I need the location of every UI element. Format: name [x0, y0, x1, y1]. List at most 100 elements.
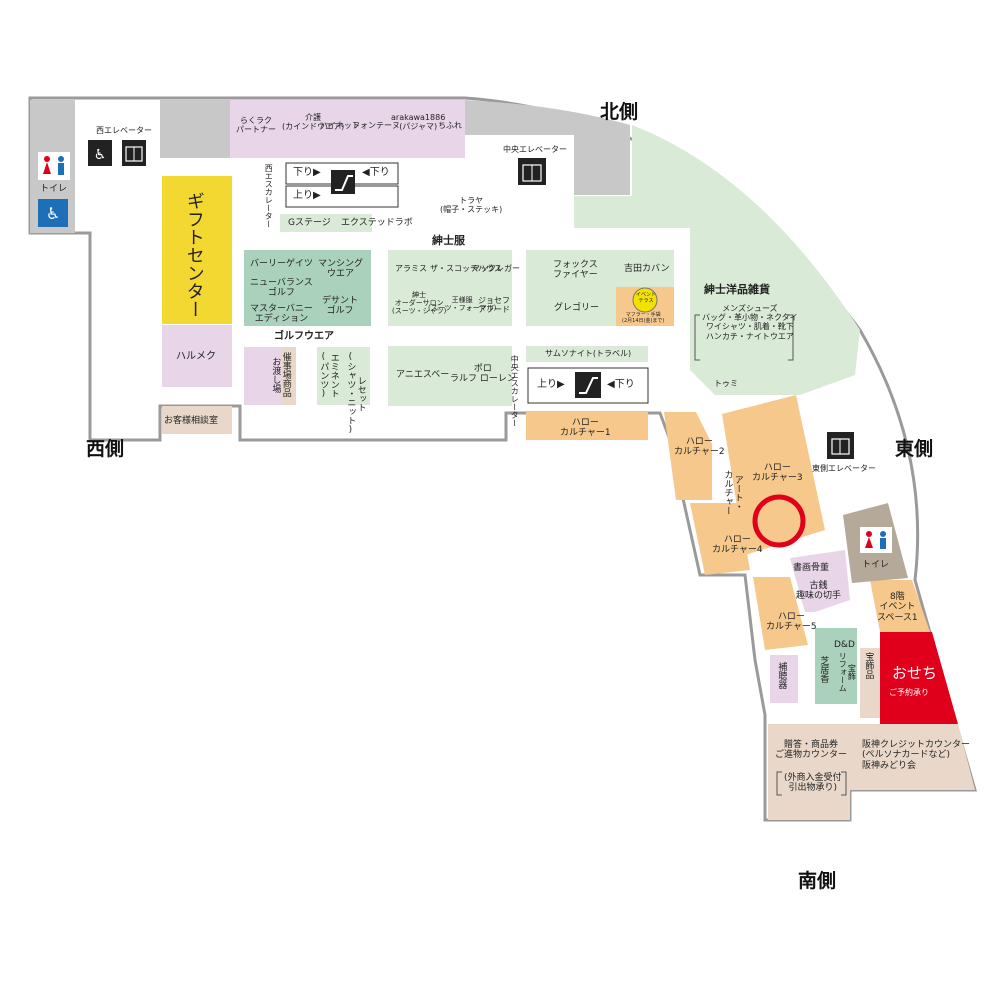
center-escalator-down[interactable]: ◀下り	[607, 379, 635, 390]
store-anniesbee[interactable]: アニエスベー	[396, 370, 450, 380]
harumeku-area	[162, 325, 232, 387]
store-hochouki[interactable]: 補聴器	[776, 662, 787, 689]
store-housoku[interactable]: 宝飾品	[863, 652, 874, 679]
store-shibakou[interactable]: 芝居香	[818, 656, 829, 683]
store-reset[interactable]: レセット (シャツ・ニット)	[345, 352, 366, 435]
section-mens-goods: 紳士洋品雑貨	[704, 283, 770, 296]
store-hanshin-credit[interactable]: 阪神クレジットカウンター (ペルソナカードなど) 阪神みどり会	[862, 740, 971, 771]
west-elevator-label: 西エレベーター	[96, 126, 152, 135]
store-gaishou[interactable]: (外商入金受付 引出物承り)	[784, 773, 842, 794]
store-tomi[interactable]: トゥミ	[714, 379, 738, 388]
section-mens-clothing: 紳士服	[432, 234, 465, 247]
store-macgregor[interactable]: マックレガー	[472, 264, 520, 273]
store-gregory[interactable]: グレゴリー	[554, 303, 600, 313]
west-seat-icon: ♿	[88, 140, 112, 166]
store-burberry-golf[interactable]: バーリーゲイツ	[250, 259, 313, 269]
store-dd[interactable]: D&D	[834, 640, 855, 650]
store-muffler[interactable]: マフラー・手袋 (2月14日(金)まで)	[622, 312, 665, 324]
agnes-block	[388, 346, 512, 406]
store-hainetto[interactable]: ハイネット	[320, 121, 360, 130]
store-gift-center[interactable]: ギフトセンター	[183, 192, 205, 318]
store-munsingwear[interactable]: マンシング ウエア	[318, 259, 364, 280]
pink-top-row	[230, 100, 465, 158]
store-arakawa[interactable]: arakawa1886 (パジャマ)	[391, 113, 446, 132]
event-space-area	[870, 580, 930, 632]
store-descente-golf[interactable]: デサント ゴルフ	[322, 296, 359, 317]
west-restroom-icon	[38, 152, 70, 180]
store-hello4[interactable]: ハロー カルチャー4	[712, 535, 763, 556]
housoku-area	[860, 648, 880, 718]
shoga-area	[790, 550, 850, 612]
grey-block-north	[465, 100, 630, 195]
center-elevator-label: 中央エレベーター	[503, 145, 567, 154]
south-label: 南側	[798, 870, 837, 892]
hello4-area	[690, 503, 750, 575]
store-newbalance-golf[interactable]: ニューバランス ゴルフ	[250, 278, 313, 299]
golf-block	[244, 250, 371, 326]
east-elevator-label: 東側エレベーター	[812, 464, 876, 473]
hochouki-area	[770, 655, 798, 703]
store-fox[interactable]: フォックス ファイヤー	[553, 260, 598, 281]
west-escalator-label: 西エスカレーター	[264, 164, 274, 228]
center-escalator-up[interactable]: 上り▶	[537, 379, 565, 390]
mens-goods-detail: メンズシューズ バッグ・革小物・ネクタイ ワイシャツ・肌着・靴下 ハンカチ・ナイ…	[702, 304, 798, 341]
store-kaigo[interactable]: 介護 (カインドウエア)	[282, 113, 345, 132]
west-escalator-down-right[interactable]: ◀下り	[362, 167, 390, 178]
counter-area	[768, 724, 975, 820]
gstage-strip	[280, 214, 372, 232]
store-consult[interactable]: お客様相談室	[164, 416, 219, 426]
center-escalator-label: 中央エスカレーター	[510, 355, 520, 427]
location-marker	[752, 494, 806, 548]
store-chifure[interactable]: ちふれ	[438, 121, 462, 130]
svg-text:♿: ♿	[46, 204, 60, 223]
store-extended-lab[interactable]: エクステッドラボ	[341, 218, 413, 228]
store-harumeku[interactable]: ハルメク	[176, 351, 216, 362]
west-restroom-label: トイレ	[40, 184, 68, 194]
store-art-culture[interactable]: アート・ カルチャー	[722, 470, 743, 515]
store-joseph[interactable]: ジョセフ アブード	[478, 296, 510, 315]
west-label: 西側	[86, 438, 125, 460]
west-accessible-icon: ♿	[38, 199, 68, 227]
store-toraya[interactable]: トラヤ (帽子・ステッキ)	[440, 196, 503, 215]
section-golfwear: ゴルフウエア	[274, 331, 334, 342]
store-kosen[interactable]: 古銭 趣味の切手	[796, 581, 842, 602]
osechi-sub: ご予約承り	[889, 688, 929, 697]
consult-area	[162, 406, 232, 434]
store-zakonkuvas[interactable]: ザ・スコッチハウス	[430, 264, 502, 273]
store-masterbunny[interactable]: マスターバニー エディション	[250, 304, 313, 325]
store-zoutou[interactable]: 贈答・商品券 ご進物カウンター	[775, 740, 848, 761]
store-order-salon[interactable]: 紳士 オーダーサロン (スーツ・シャツ)	[392, 291, 447, 316]
store-hello3[interactable]: ハロー カルチャー3	[752, 463, 803, 484]
store-hello5[interactable]: ハロー カルチャー5	[766, 612, 817, 633]
store-shoga[interactable]: 書画骨董	[793, 563, 830, 573]
hello2-area	[664, 412, 712, 500]
east-label: 東側	[895, 438, 934, 460]
mens-goods-bracket	[694, 314, 794, 361]
event-terrace-badge	[632, 287, 658, 313]
gaishou-bracket	[776, 771, 847, 796]
store-hello1[interactable]: ハロー カルチャー1	[560, 418, 611, 439]
store-polo[interactable]: ポロ ラルフ ローレン	[450, 364, 516, 385]
store-houseki[interactable]: 宝飾 リフォーム	[838, 652, 857, 692]
store-osechi[interactable]: おせち	[892, 664, 938, 682]
store-yoshida[interactable]: 吉田カバン	[624, 264, 670, 274]
hello1-area	[526, 412, 648, 440]
store-saiji[interactable]: 催事場商品 お渡し場	[270, 352, 291, 397]
store-aramis[interactable]: アラミス	[395, 264, 427, 273]
store-hello2[interactable]: ハロー カルチャー2	[674, 437, 725, 458]
osechi-area	[880, 632, 958, 724]
west-escalator-down[interactable]: 下り▶	[293, 167, 321, 178]
hello5-area	[753, 577, 808, 650]
store-event-space[interactable]: 8階 イベント スペース1	[877, 592, 918, 623]
store-formal[interactable]: 王様服 (スーツ・フォーマル)	[428, 296, 497, 313]
west-escalator-up[interactable]: 上り▶	[293, 190, 321, 201]
store-fontenasu[interactable]: フォンテーヌ	[352, 121, 400, 130]
store-gstage[interactable]: Gステージ	[288, 218, 331, 228]
store-rakuraku[interactable]: らくラク パートナー	[236, 116, 276, 135]
center-elevator-icon	[518, 158, 546, 185]
store-samsonite[interactable]: サムソナイト(トラベル)	[545, 349, 632, 358]
north-label: 北側	[600, 101, 639, 123]
grey-block-nw	[160, 100, 230, 158]
store-emmenet[interactable]: エミネント (パンツ)	[318, 352, 339, 399]
